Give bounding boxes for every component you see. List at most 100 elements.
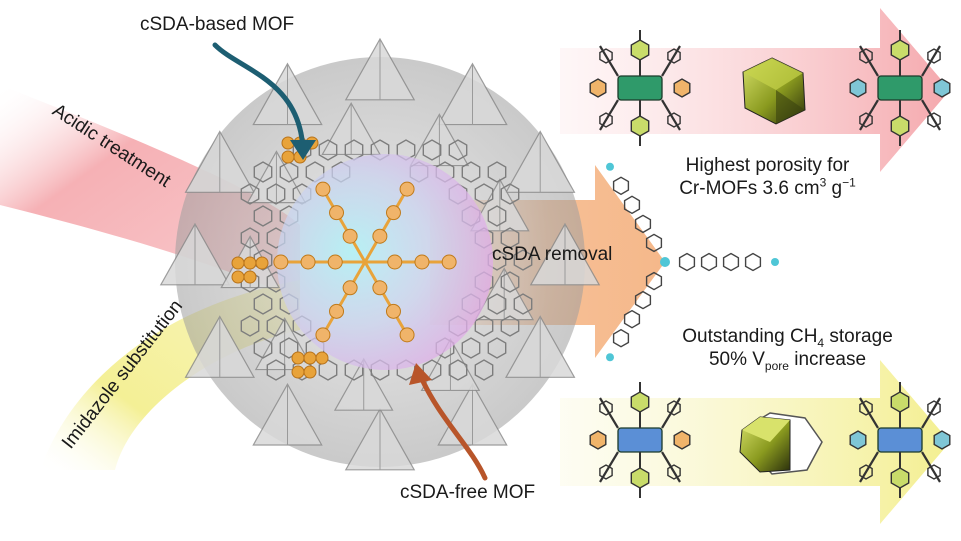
green-cluster-unit-left bbox=[589, 30, 691, 146]
orange-linker-ring bbox=[231, 256, 245, 270]
mof-hex-cell bbox=[448, 139, 468, 161]
linker-ring bbox=[342, 228, 358, 244]
linker-ring bbox=[441, 254, 457, 270]
arm-ring bbox=[859, 400, 873, 416]
linker-benzene bbox=[612, 176, 630, 196]
mof-hex-cell bbox=[487, 337, 507, 359]
csda-linker-molecule bbox=[606, 162, 779, 362]
linker-ring bbox=[315, 181, 331, 197]
porosity-line-2: Cr-MOFs 3.6 cm3 g−1 bbox=[655, 175, 880, 201]
linker-benzene bbox=[612, 328, 630, 348]
linker-terminal-n bbox=[771, 258, 779, 266]
mof-hex-cell bbox=[292, 359, 312, 381]
linker-benzene bbox=[678, 252, 696, 272]
arm-ring bbox=[599, 112, 613, 128]
csda-removal-label: cSDA removal bbox=[492, 244, 613, 265]
linker-ring bbox=[300, 254, 316, 270]
orange-linker-ring bbox=[231, 270, 245, 284]
mof-hex-cell bbox=[253, 205, 273, 227]
porosity-exp-1: 3 bbox=[819, 175, 827, 190]
storage-line-2-prefix: 50% V bbox=[708, 348, 765, 370]
green-cluster-unit-right bbox=[849, 30, 951, 146]
linker-ring bbox=[327, 254, 343, 270]
storage-line-2-suffix: increase bbox=[788, 348, 867, 370]
csda-linker-in-pore bbox=[273, 181, 457, 343]
mof-hex-cell bbox=[487, 205, 507, 227]
orange-linker-ring bbox=[291, 351, 305, 365]
storage-statement: Outstanding CH4 storage 50% Vpore increa… bbox=[665, 326, 910, 372]
mof-hex-cell bbox=[240, 315, 260, 337]
orange-linker-ring bbox=[303, 351, 317, 365]
linker-arm bbox=[321, 187, 367, 263]
mof-hex-cell bbox=[500, 271, 520, 293]
arm-ring bbox=[599, 464, 613, 480]
vertical-ring bbox=[630, 115, 650, 137]
blue-cluster-unit-right bbox=[849, 382, 951, 498]
orange-linker-ring bbox=[291, 365, 305, 379]
mof-hex-cell bbox=[279, 337, 299, 359]
mof-hex-cell bbox=[513, 249, 533, 271]
porosity-mid: g bbox=[826, 177, 843, 199]
linker-benzene bbox=[623, 195, 641, 215]
porosity-exp-2: −1 bbox=[842, 175, 856, 190]
mof-hex-cell bbox=[500, 183, 520, 205]
csda-free-callout-arrow bbox=[417, 372, 488, 481]
side-ring bbox=[933, 430, 951, 450]
linker-arm bbox=[363, 187, 409, 263]
linker-benzene bbox=[645, 233, 663, 253]
linker-ring bbox=[342, 280, 358, 296]
mof-hex-cell bbox=[487, 161, 507, 183]
arm-ring bbox=[599, 400, 613, 416]
arm-ring bbox=[667, 464, 681, 480]
porosity-line-1: Highest porosity for bbox=[685, 155, 850, 176]
vertical-ring bbox=[890, 115, 910, 137]
arm-ring bbox=[859, 464, 873, 480]
linker-ring bbox=[273, 254, 289, 270]
linker-ring bbox=[329, 205, 345, 221]
metal-cluster bbox=[877, 427, 923, 453]
porosity-line-2-text: Cr-MOFs 3.6 cm bbox=[679, 177, 820, 199]
arm-ring bbox=[927, 400, 941, 416]
mof-hex-cell bbox=[279, 161, 299, 183]
mof-hex-cell bbox=[318, 139, 338, 161]
arm-ring bbox=[667, 400, 681, 416]
linker-ring bbox=[372, 228, 388, 244]
linker-ring bbox=[315, 327, 331, 343]
csda-free-mof-label: cSDA-free MOF bbox=[400, 482, 536, 503]
orange-linker-ring bbox=[281, 150, 295, 164]
mof-hex-cell bbox=[253, 337, 273, 359]
arm-ring bbox=[927, 112, 941, 128]
mof-hex-cell bbox=[240, 227, 260, 249]
side-ring bbox=[673, 78, 691, 98]
orange-linker-ring bbox=[303, 365, 317, 379]
arm-ring bbox=[859, 112, 873, 128]
linker-hub bbox=[660, 257, 670, 267]
orange-linker-ring bbox=[243, 270, 257, 284]
linker-benzene bbox=[700, 252, 718, 272]
mof-hex-cell bbox=[513, 293, 533, 315]
vertical-ring bbox=[890, 391, 910, 413]
arm-ring bbox=[667, 112, 681, 128]
vertical-ring bbox=[630, 467, 650, 489]
storage-line-1-prefix: Outstanding CH bbox=[682, 326, 818, 347]
storage-line-2-sub: pore bbox=[764, 358, 789, 373]
mof-hex-cell bbox=[474, 183, 494, 205]
orange-linker-ring bbox=[315, 351, 329, 365]
side-ring bbox=[589, 430, 607, 450]
mof-hex-cell bbox=[240, 183, 260, 205]
mof-hex-cell bbox=[500, 227, 520, 249]
csda-based-callout-arrowhead bbox=[290, 140, 316, 160]
mof-hex-cell bbox=[500, 315, 520, 337]
mof-hex-cell bbox=[253, 161, 273, 183]
linker-arm bbox=[321, 261, 367, 337]
linker-terminal-n bbox=[606, 353, 614, 362]
mof-hex-cell bbox=[253, 249, 273, 271]
side-ring bbox=[933, 78, 951, 98]
mof-hex-cell bbox=[318, 359, 338, 381]
side-ring bbox=[849, 78, 867, 98]
linker-ring bbox=[329, 303, 345, 319]
csda-free-callout-arrowhead bbox=[409, 363, 432, 385]
storage-sub: 4 bbox=[817, 335, 825, 350]
